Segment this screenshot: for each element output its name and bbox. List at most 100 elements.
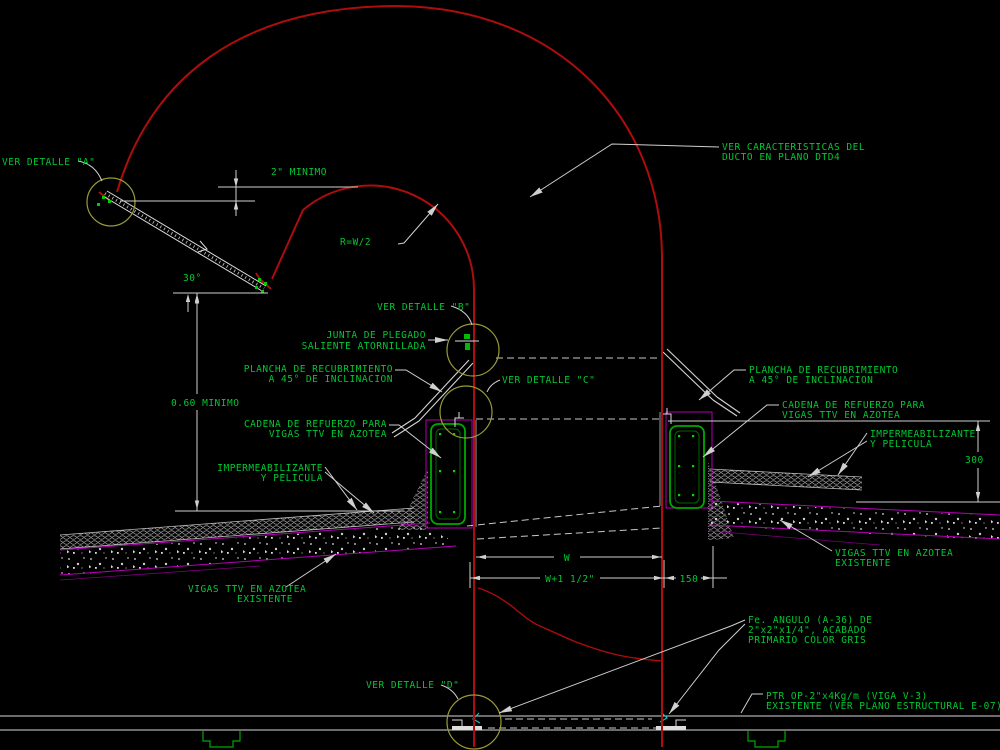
dim-150: 150 xyxy=(680,574,699,585)
label-ptr-2: EXISTENTE (VER PLANO ESTRUCTURAL E-07) xyxy=(766,701,1000,712)
gravel-band-left xyxy=(60,508,414,549)
label-ptr-1: PTR OP-2"x4Kg/m (VIGA V-3) xyxy=(766,691,928,702)
break-squiggle xyxy=(477,587,663,662)
leader-plancha-right xyxy=(698,369,746,401)
flap-hatch xyxy=(104,192,265,290)
label-imper-right-2: Y PELICULA xyxy=(870,439,932,450)
membrane-line xyxy=(709,500,1000,516)
label-cadena-right-1: CADENA DE REFUERZO PARA xyxy=(782,400,925,411)
label-plancha-left-2: A 45° DE INCLINACION xyxy=(269,374,393,385)
dim-060-minimo: 0.60 MINIMO xyxy=(171,398,239,409)
detail-circle-c xyxy=(439,385,493,439)
curb-right xyxy=(659,408,713,509)
plate-left-45 xyxy=(418,362,474,422)
label-plancha-left-1: PLANCHA DE RECUBRIMIENTO xyxy=(244,364,393,375)
leader-detail-d xyxy=(440,684,459,700)
label-vigas-right-2: EXISTENTE xyxy=(835,558,891,569)
detail-circle-b xyxy=(446,323,500,377)
duct-inner-wall xyxy=(271,184,476,747)
tie-beam-outline xyxy=(430,423,466,525)
label-detail-c: VER DETALLE "C" xyxy=(502,375,595,386)
leader-imper-left-2 xyxy=(324,471,375,514)
leader-fe-angulo-1 xyxy=(498,619,746,714)
cover-plates xyxy=(391,348,741,438)
leader-imper-right-1 xyxy=(837,432,868,476)
label-plancha-right-2: A 45° DE INCLINACION xyxy=(749,375,873,386)
membrane-line xyxy=(709,530,881,546)
label-detail-b: VER DETALLE "B" xyxy=(377,302,470,313)
joist-channel-left xyxy=(202,731,241,748)
closure-flap xyxy=(97,190,267,293)
label-fe-angulo-1: Fe. ANGULO (A-36) DE xyxy=(748,615,872,626)
label-duct-specs-1: VER CARACTERISTICAS DEL xyxy=(722,142,865,153)
dim-radius: R=W/2 xyxy=(340,237,371,248)
flap-mid-mark xyxy=(197,240,208,253)
dim-300: 300 xyxy=(965,455,984,466)
gravel-band-right xyxy=(710,469,862,490)
leader-plancha-left xyxy=(395,369,443,393)
label-detail-d: VER DETALLE "D" xyxy=(366,680,459,691)
labels-layer: VER DETALLE "A" 2" MINIMO VER CARACTERIS… xyxy=(2,142,1000,712)
label-plancha-right-1: PLANCHA DE RECUBRIMIENTO xyxy=(749,365,898,376)
dim-angle: 30° xyxy=(183,273,202,284)
dimension-arrows xyxy=(185,178,981,581)
roof-right-section xyxy=(708,462,1000,546)
leader-lines xyxy=(77,143,868,715)
slab-band-right xyxy=(710,502,1000,540)
detail-circle-a xyxy=(86,177,136,227)
curb-outline-magenta xyxy=(425,419,473,529)
tie-beam-outline xyxy=(669,425,705,509)
leader-imper-right-2 xyxy=(807,440,868,478)
dim-2-minimo: 2" MINIMO xyxy=(271,167,327,178)
slab-band-left xyxy=(60,524,455,576)
label-vigas-left-2: EXISTENTE xyxy=(237,594,293,605)
joist-channel-right xyxy=(747,731,786,748)
hinge-marks-green xyxy=(97,196,267,293)
dim-w: W xyxy=(564,553,570,564)
hidden-lines xyxy=(466,357,663,729)
label-detail-a: VER DETALLE "A" xyxy=(2,157,95,168)
leader-radius xyxy=(397,203,439,245)
leader-vigas-right xyxy=(779,519,833,552)
curb-left xyxy=(425,412,477,529)
leader-detail-c xyxy=(486,379,501,393)
label-imper-left-2: Y PELICULA xyxy=(261,473,323,484)
leader-ptr xyxy=(740,693,763,714)
membrane-line xyxy=(59,545,457,576)
leader-cadena-left xyxy=(389,424,442,459)
detail-circles xyxy=(86,177,502,750)
leader-vigas-left xyxy=(285,553,337,588)
leader-imper-left-1 xyxy=(324,466,358,511)
dim-w-plus: W+1 1/2" xyxy=(545,574,595,585)
roof-left-section xyxy=(59,468,457,581)
leader-cadena-right xyxy=(702,404,779,458)
detail-circle-d xyxy=(446,694,502,750)
dimension-lines xyxy=(120,170,1000,588)
label-fe-angulo-2: 2"x2"x1/4", ACABADO xyxy=(748,625,866,636)
label-vigas-right-1: VIGAS TTV EN AZOTEA xyxy=(835,548,953,559)
label-cadena-right-2: VIGAS TTV EN AZOTEA xyxy=(782,410,900,421)
angle-clip-left xyxy=(452,726,482,730)
angle-clip-right xyxy=(656,726,686,730)
leader-detail-b xyxy=(450,305,473,326)
rebar-dots xyxy=(439,433,456,514)
rebar-dots xyxy=(678,435,695,497)
membrane-line xyxy=(709,524,1000,540)
membrane-line xyxy=(59,565,261,581)
leader-detail-a xyxy=(77,160,103,182)
label-vigas-left-1: VIGAS TTV EN AZOTEA xyxy=(188,584,306,595)
leader-duct-specs xyxy=(529,143,720,198)
label-fe-angulo-3: PRIMARIO COLOR GRIS xyxy=(748,635,866,646)
anchor-clip xyxy=(454,417,464,427)
label-duct-specs-2: DUCTO EN PLANO DTD4 xyxy=(722,152,840,163)
label-imper-right-1: IMPERMEABILIZANTE xyxy=(870,429,976,440)
label-junta-2: SALIENTE ATORNILLADA xyxy=(302,341,426,352)
membrane-line xyxy=(59,522,431,551)
label-junta-1: JUNTA DE PLEGADO xyxy=(326,330,426,341)
leader-fe-angulo-2 xyxy=(668,623,746,715)
folded-joint-symbol xyxy=(455,334,479,350)
duct-red-outline xyxy=(98,4,663,747)
